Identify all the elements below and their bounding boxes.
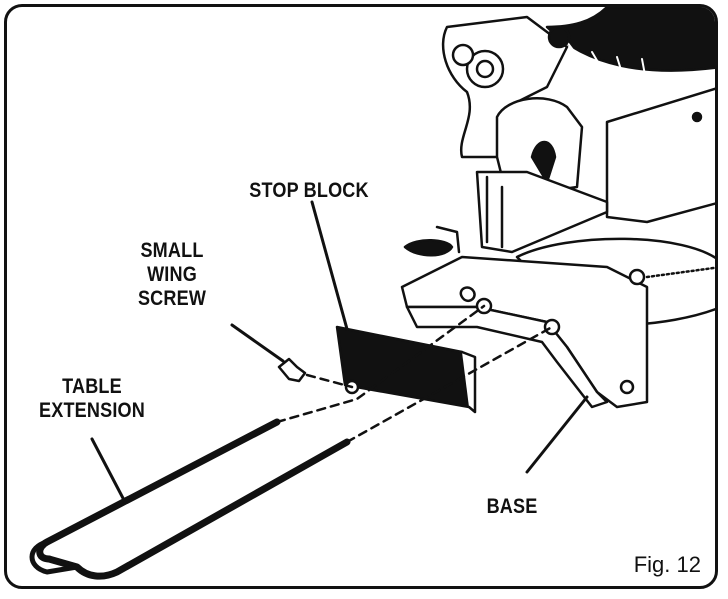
alignment-line-2 [275,304,486,424]
label-small-wing-screw: SMALL WING SCREW [125,239,220,311]
label-table-extension: TABLE EXTENSION [36,375,148,423]
pivot-knob-center [475,59,495,79]
leader-base [525,395,589,474]
miter-scale [645,266,715,279]
blade-bolt [547,25,571,49]
alignment-line-3 [345,325,554,444]
stop-block [335,325,471,409]
label-table-extension-line-1: TABLE [62,375,122,398]
leader-wing-screw [230,323,285,363]
diagram-frame: STOP BLOCK SMALL WING SCREW TABLE EXTENS… [4,4,718,589]
left-fence [475,170,609,254]
table-extension-end [29,539,80,575]
miter-saw-illustration [29,7,715,580]
base-hole-2 [543,318,561,336]
leader-table-extension [90,437,127,504]
alignment-line-1 [305,373,354,389]
leader-stop-block [310,200,349,331]
bevel-slot [530,140,557,184]
label-table-extension-line-2: EXTENSION [39,399,145,422]
right-fence [605,87,715,224]
label-base: BASE [486,495,538,518]
label-stop-block: STOP BLOCK [249,179,369,202]
clamp-knob [403,239,454,257]
label-small-wing-screw-line-2: WING [147,263,197,286]
table-extension-rod-upper [36,418,281,563]
saw-blade [545,7,715,72]
label-small-wing-screw-line-3: SCREW [137,287,207,310]
blade-teeth [566,41,646,76]
adjust-knob [451,43,475,67]
label-small-wing-screw-line-1: SMALL [140,239,204,262]
wing-screw [277,357,307,383]
figure-caption: Fig. 12 [633,552,701,577]
base-screw-bracket [459,286,476,303]
